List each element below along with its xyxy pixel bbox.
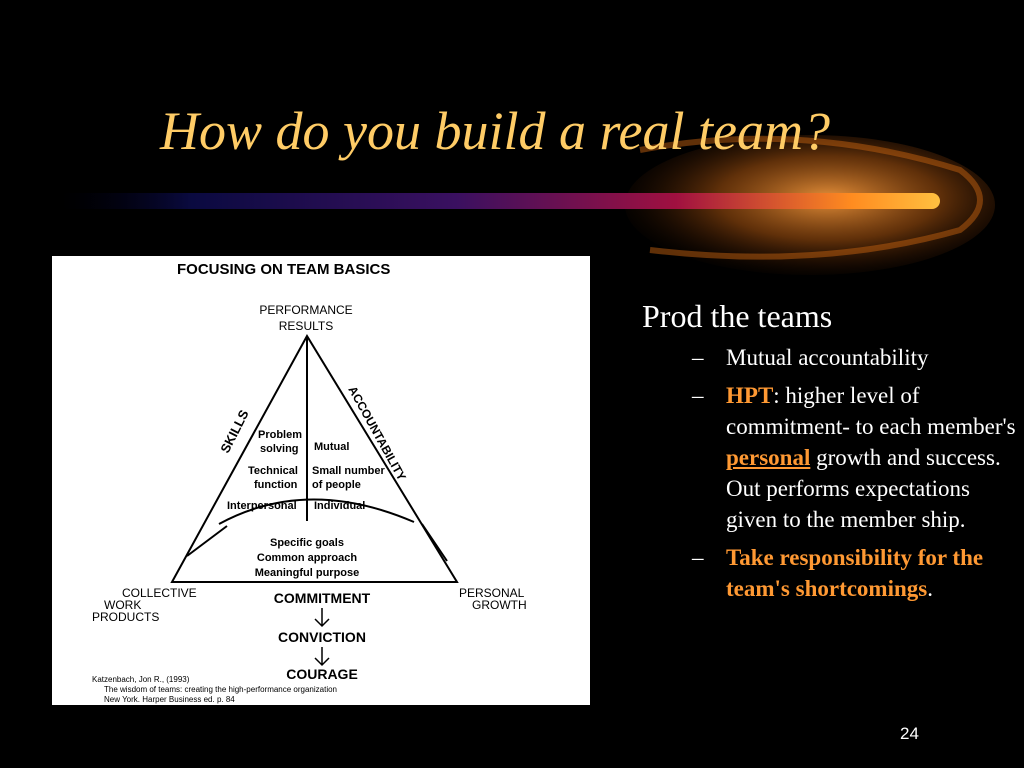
conviction-label: CONVICTION xyxy=(278,629,366,645)
bullet-item-hpt: – HPT: higher level of commitment- to ea… xyxy=(692,380,1020,535)
bullet-item-mutual: – Mutual accountability xyxy=(692,342,1020,373)
arrow-down-icon xyxy=(314,608,330,628)
accountability-item-of-people: of people xyxy=(312,479,361,491)
bullet-item-mutual-text: Mutual accountability xyxy=(726,345,929,370)
left-label-line1: COLLECTIVE xyxy=(122,586,197,600)
sub-bullets: – Mutual accountability – HPT: higher le… xyxy=(642,342,1020,604)
left-label-line2: WORK xyxy=(104,598,141,612)
figure-heading: FOCUSING ON TEAM BASICS xyxy=(177,261,390,278)
dash-glyph: – xyxy=(692,545,704,570)
hpt-text-b: growth and success. Out performs expecta… xyxy=(726,445,1001,532)
courage-label: COURAGE xyxy=(286,666,358,682)
responsibility-text: Take responsibility for the team's short… xyxy=(726,545,984,601)
commitment-item-goals: Specific goals xyxy=(270,537,344,549)
bullet-heading: Prod the teams xyxy=(642,298,833,334)
skills-item-solving: solving xyxy=(260,443,299,455)
skills-item-technical: Technical xyxy=(248,465,298,477)
commitment-item-approach: Common approach xyxy=(257,552,358,564)
skills-item-problem: Problem xyxy=(258,429,302,441)
page-number: 24 xyxy=(900,724,919,743)
skills-item-interpersonal: Interpersonal xyxy=(227,500,297,512)
commitment-item-purpose: Meaningful purpose xyxy=(255,567,360,579)
commitment-label: COMMITMENT xyxy=(274,590,371,606)
top-label-line1: PERFORMANCE xyxy=(259,303,352,317)
top-label-line2: RESULTS xyxy=(279,319,333,333)
triangle-outline xyxy=(170,334,459,583)
commitment-arc xyxy=(218,498,415,525)
right-label-line1: PERSONAL xyxy=(459,586,525,600)
team-basics-diagram: FOCUSING ON TEAM BASICS PERFORMANCE RESU… xyxy=(92,261,527,704)
accountability-item-individual: Individual xyxy=(314,500,365,512)
slide-title: How do you build a real team? xyxy=(160,101,830,161)
dash-glyph: – xyxy=(692,383,704,408)
personal-link[interactable]: personal xyxy=(726,445,811,470)
accountability-item-small-number: Small number xyxy=(312,465,385,477)
skills-label: SKILLS xyxy=(217,407,251,455)
accountability-item-mutual: Mutual xyxy=(314,441,349,453)
skills-item-function: function xyxy=(254,479,298,491)
right-label-line2: GROWTH xyxy=(472,598,527,612)
inner-lines xyxy=(186,523,448,562)
decorative-swoosh xyxy=(60,135,995,275)
hpt-text-a: : higher level of commitment- to each me… xyxy=(726,383,1016,439)
team-basics-figure: FOCUSING ON TEAM BASICS PERFORMANCE RESU… xyxy=(52,256,590,705)
bullet-list: Prod the teams – Mutual accountability –… xyxy=(642,296,1020,611)
dash-glyph: – xyxy=(692,345,704,370)
bullet-item-responsibility: – Take responsibility for the team's sho… xyxy=(692,542,1020,604)
left-label-line3: PRODUCTS xyxy=(92,610,159,624)
hpt-term: HPT xyxy=(726,383,774,408)
citation-line1: Katzenbach, Jon R., (1993) xyxy=(92,675,190,684)
citation-line3: New York. Harper Business ed. p. 84 xyxy=(104,695,235,704)
arrow-down-icon xyxy=(314,647,330,667)
citation-line2: The wisdom of teams: creating the high-p… xyxy=(104,685,337,694)
responsibility-period: . xyxy=(927,576,933,601)
